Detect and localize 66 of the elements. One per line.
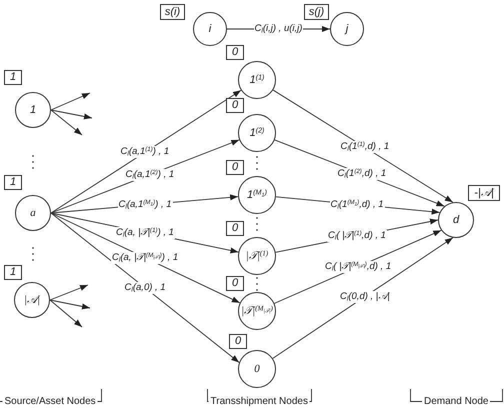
node-label: d xyxy=(452,214,460,226)
supply-box xyxy=(4,70,22,85)
supply-box xyxy=(4,175,22,190)
arrow xyxy=(272,237,454,359)
supply-box xyxy=(226,45,244,60)
arrow xyxy=(50,300,90,310)
supply-box xyxy=(226,221,244,236)
node-label: a xyxy=(30,208,36,218)
edge-label: C$_{l}$(a, |𝒯|$^{(1)}$) , 1 xyxy=(115,226,175,239)
arrow xyxy=(50,212,240,363)
node-label: 1$^{(2)}$ xyxy=(250,128,264,138)
edge-label: C$_{l}$(1$^{(2)}$,d) , 1 xyxy=(336,168,388,180)
supply-value: s(j) xyxy=(308,6,324,18)
arrow xyxy=(50,110,82,136)
supply-value: 1 xyxy=(10,177,16,188)
supply-value: s(i) xyxy=(164,6,180,18)
supply-value: 0 xyxy=(232,278,238,289)
supply-box xyxy=(226,98,244,113)
arrow xyxy=(50,92,90,110)
node-label: 1$^{(1)}$ xyxy=(250,74,264,86)
supply-box xyxy=(226,276,244,291)
supply-box xyxy=(304,4,329,20)
node-label: |𝒜| xyxy=(24,294,40,306)
arrow xyxy=(50,90,242,214)
arrow xyxy=(50,110,92,120)
network-node xyxy=(438,202,474,238)
supply-box xyxy=(468,185,500,201)
arrow xyxy=(272,90,454,203)
node-label: j xyxy=(346,24,348,34)
supply-box xyxy=(4,265,22,280)
supply-value: 0 xyxy=(232,162,238,173)
edge-label: C$_{l}$(a,0) , 1 xyxy=(124,282,167,294)
network-node xyxy=(238,61,276,99)
group-label: Transshipment Nodes xyxy=(210,396,309,408)
supply-box xyxy=(226,160,244,175)
supply-value: 0 xyxy=(232,100,238,111)
supply-value: 1 xyxy=(10,267,16,278)
network-node xyxy=(238,237,276,275)
supply-box xyxy=(229,334,247,349)
arrow xyxy=(50,284,88,300)
network-node xyxy=(193,12,227,46)
network-node xyxy=(238,350,276,388)
network-node xyxy=(330,12,364,46)
edge-label: C$_{l}$(0,d) , |𝒜| xyxy=(339,290,391,303)
supply-box xyxy=(160,4,185,20)
node-label: |𝒯|$^{(1)}$ xyxy=(246,250,268,262)
arrow xyxy=(50,300,82,328)
supply-value: -|𝒜| xyxy=(474,188,494,198)
node-label: i xyxy=(208,24,212,34)
node-label: 1 xyxy=(30,104,36,116)
node-label: 0 xyxy=(254,364,260,374)
supply-value: 0 xyxy=(234,336,242,347)
network-node xyxy=(238,114,276,152)
edge-label: C$_{l}$(1$^{(1)}$,d) , 1 xyxy=(340,141,390,154)
network-node xyxy=(15,92,51,128)
network-node xyxy=(14,282,50,318)
network-node xyxy=(238,176,276,214)
edge-label: C$_{l}$(a,1$^{(1)}$) , 1 xyxy=(120,146,170,158)
edge-label: C$_{l}$( |𝒯|$^{(1)}$,d) , 1 xyxy=(327,230,387,242)
edge-label: C$_{l}$(a,1$^{(2)}$) , 1 xyxy=(124,168,176,181)
supply-value: 0 xyxy=(232,47,238,58)
supply-value: 1 xyxy=(10,72,16,83)
network-node xyxy=(15,195,51,231)
edge-label: C$_{l}$(i,j) , u(i,j) xyxy=(254,23,304,35)
supply-value: 0 xyxy=(232,223,238,234)
network-node xyxy=(238,292,276,330)
